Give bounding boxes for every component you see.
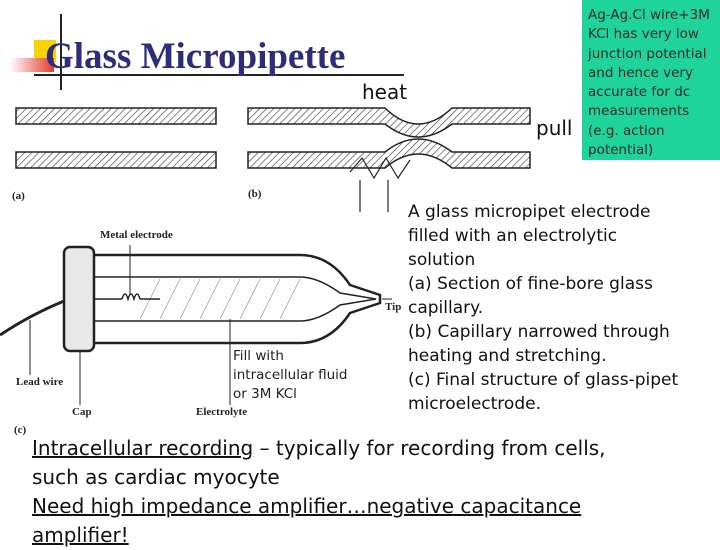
note-box: Ag-Ag.Cl wire+3M KCl has very low juncti…	[582, 0, 720, 160]
note-line: accurate for dc	[588, 84, 691, 101]
bottom-line-4: amplifier!	[32, 523, 129, 547]
fill-line: intracellular fluid	[233, 367, 348, 383]
note-line: junction potential	[588, 45, 707, 62]
logo-square-red	[10, 58, 54, 72]
bottom-line-3: Need high impedance amplifier…negative c…	[32, 494, 582, 518]
description-line: microelectrode.	[408, 394, 541, 414]
slide-title: Glass Micropipette	[45, 36, 346, 77]
heat-label: heat	[362, 80, 408, 104]
pull-label: pull	[536, 116, 573, 140]
figure-label-a: (a)	[12, 190, 25, 202]
description-line: (b) Capillary narrowed through	[408, 322, 670, 342]
figure-label-b: (b)	[248, 188, 262, 200]
logo-line-vertical	[60, 14, 62, 90]
note-line: KCl has very low	[588, 26, 699, 43]
logo-square-yellow	[34, 40, 56, 62]
heat-zigzag	[349, 156, 411, 180]
metal-electrode-label: Metal electrode	[100, 229, 173, 241]
note-line: (e.g. action	[588, 122, 665, 139]
bottom-line-2: such as cardiac myocyte	[32, 465, 280, 489]
logo-line-horizontal	[34, 74, 404, 76]
description-line: A glass micropipet electrode	[408, 202, 651, 222]
electrode-coil	[121, 293, 141, 302]
figure-description: A glass micropipet electrode filled with…	[408, 200, 708, 416]
tip-label: Tip	[385, 301, 402, 313]
capillary-b	[247, 107, 531, 169]
electrolyte-label: Electrolyte	[196, 406, 248, 418]
bottom-text: Intracellular recording – typically for …	[32, 434, 720, 550]
fill-line: Fill with	[233, 348, 284, 364]
fill-line: or 3M KCl	[233, 386, 297, 402]
fill-note: Fill with intracellular fluid or 3M KCl	[233, 347, 347, 404]
description-line: filled with an electrolytic	[408, 226, 618, 246]
note-line: potential)	[588, 142, 654, 159]
note-line: and hence very	[588, 64, 693, 81]
note-line: Ag-Ag.Cl wire+3M	[588, 7, 710, 23]
cap-label: Cap	[72, 406, 92, 418]
description-line: heating and stretching.	[408, 346, 607, 366]
capillary-a	[15, 107, 217, 169]
description-line: capillary.	[408, 298, 484, 318]
description-line: (a) Section of fine-bore glass	[408, 274, 653, 294]
intracellular-recording-term: Intracellular recording	[32, 436, 254, 460]
description-line: (c) Final structure of glass-pipet	[408, 370, 679, 390]
lead-wire-label: Lead wire	[16, 376, 64, 388]
description-line: solution	[408, 250, 476, 270]
note-line: measurements	[588, 103, 690, 120]
bottom-line-1-rest: – typically for recording from cells,	[253, 436, 606, 460]
microelectrode-diagram	[0, 245, 392, 405]
lead-wire-shape	[0, 299, 65, 337]
capillary-diagram	[15, 107, 531, 212]
figure-label-c: (c)	[14, 424, 27, 436]
cap-shape	[62, 245, 96, 353]
